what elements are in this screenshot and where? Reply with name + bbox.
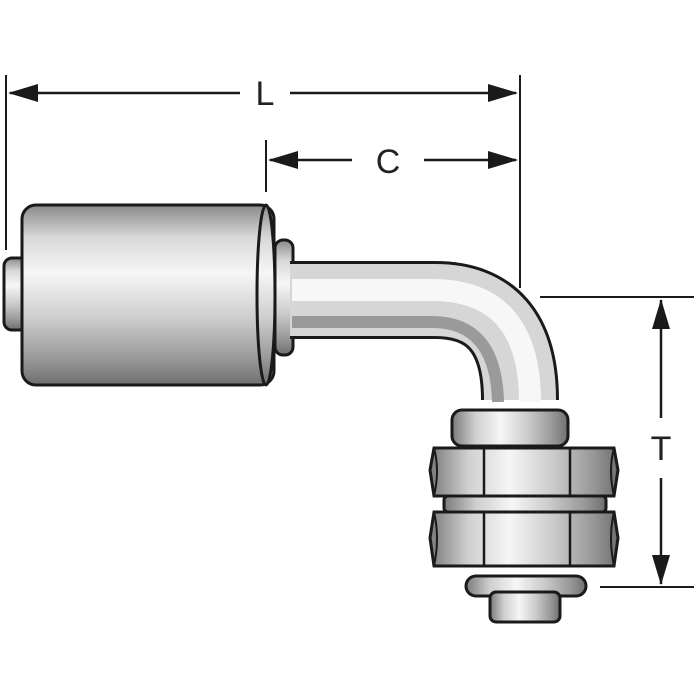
fitting: [2, 203, 620, 624]
swivel-sleeve: [450, 408, 570, 448]
dimension-label-c: C: [376, 143, 401, 181]
dimension-label-t: T: [651, 430, 672, 468]
bent-tube-shadow: [292, 316, 504, 403]
ferrule-end-ring: [255, 203, 277, 387]
arrowhead-c-right-icon: [488, 151, 518, 169]
arrowhead-right-icon: [488, 84, 518, 102]
dimension-c: C: [265, 140, 518, 192]
hex-nut-upper: [428, 446, 620, 498]
arrowhead-c-left-icon: [268, 151, 298, 169]
dimension-t: T: [540, 296, 694, 588]
arrowhead-t-top-icon: [652, 299, 670, 329]
nut-spacer-ring: [442, 494, 608, 514]
bent-tube-highlight: [292, 279, 541, 403]
hex-nut-lower: [428, 510, 620, 568]
ferrule-socket: [20, 203, 276, 387]
dimension-l: L: [5, 75, 521, 288]
arrowhead-t-bottom-icon: [652, 555, 670, 585]
arrowhead-left-icon: [8, 84, 38, 102]
bottom-spigot: [488, 590, 562, 624]
dimension-label-l: L: [256, 75, 275, 113]
